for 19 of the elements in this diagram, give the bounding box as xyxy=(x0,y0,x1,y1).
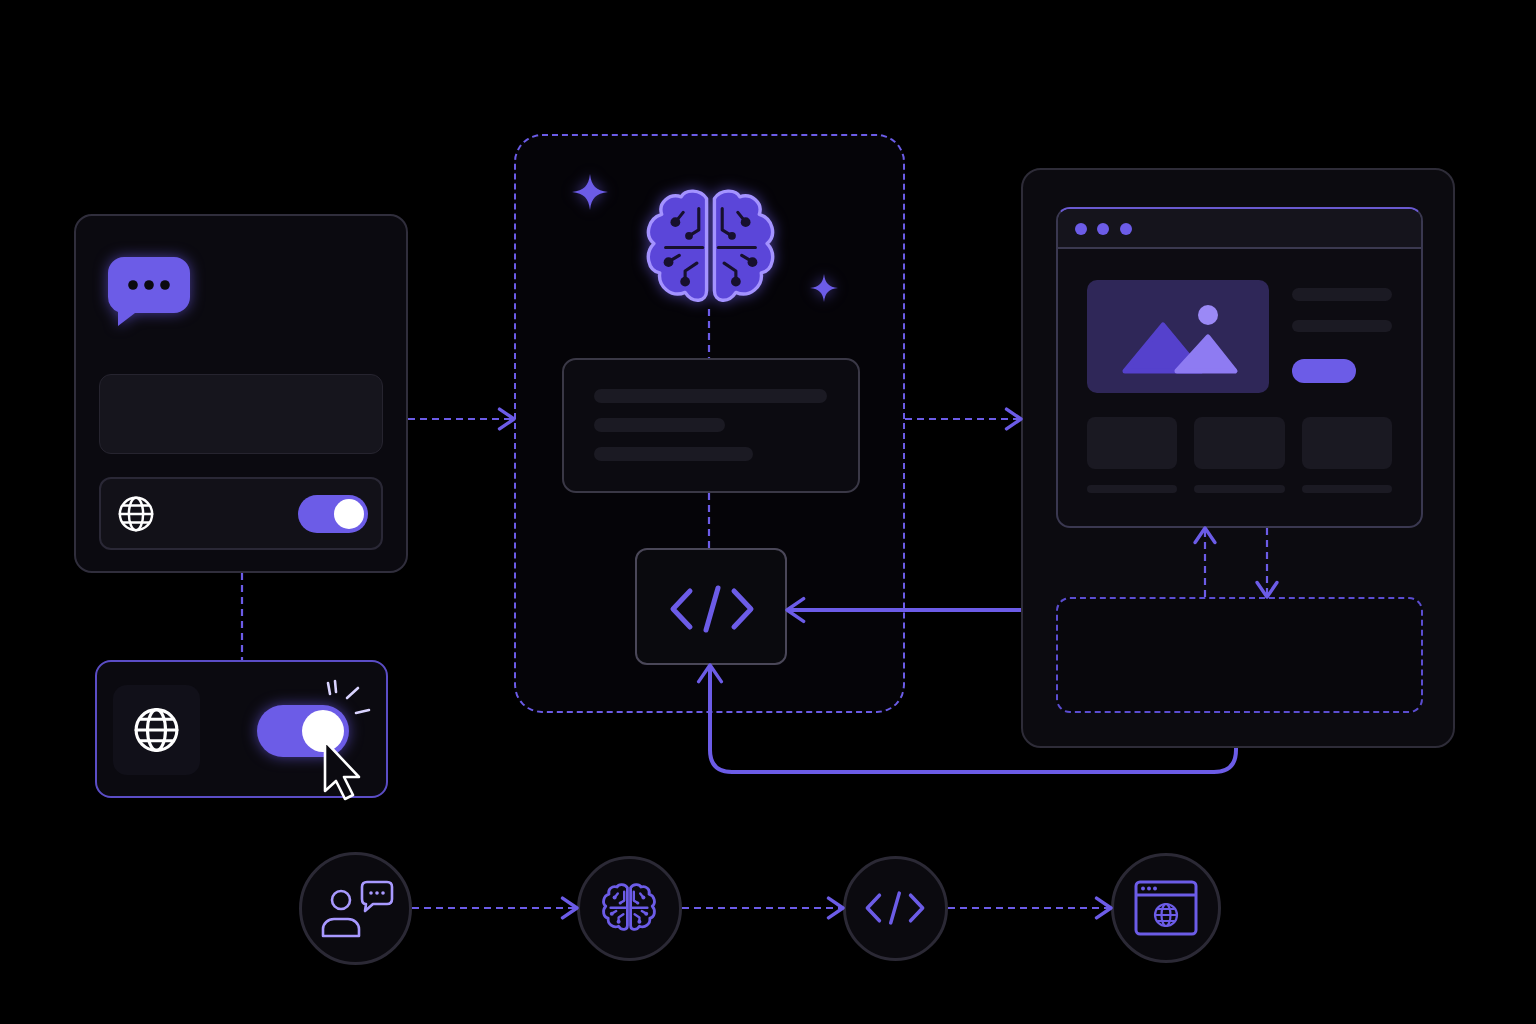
arrow xyxy=(1255,528,1279,599)
arrow xyxy=(682,896,845,920)
arrow xyxy=(948,896,1113,920)
connector-line xyxy=(707,493,711,548)
chat-input-panel xyxy=(74,214,408,573)
toggle-card xyxy=(95,660,388,798)
device-panel xyxy=(1021,168,1455,748)
arrow xyxy=(905,407,1023,431)
arrow xyxy=(408,407,516,431)
arrow xyxy=(412,896,579,920)
arrow xyxy=(785,596,1021,624)
placeholder-card xyxy=(562,358,860,493)
connector-line xyxy=(707,309,711,358)
dashed-container xyxy=(514,134,905,713)
arrow xyxy=(1193,526,1217,597)
code-card xyxy=(635,548,787,665)
connector-line xyxy=(240,573,244,660)
dashed-frame xyxy=(1056,597,1423,713)
browser-window xyxy=(1056,207,1423,528)
